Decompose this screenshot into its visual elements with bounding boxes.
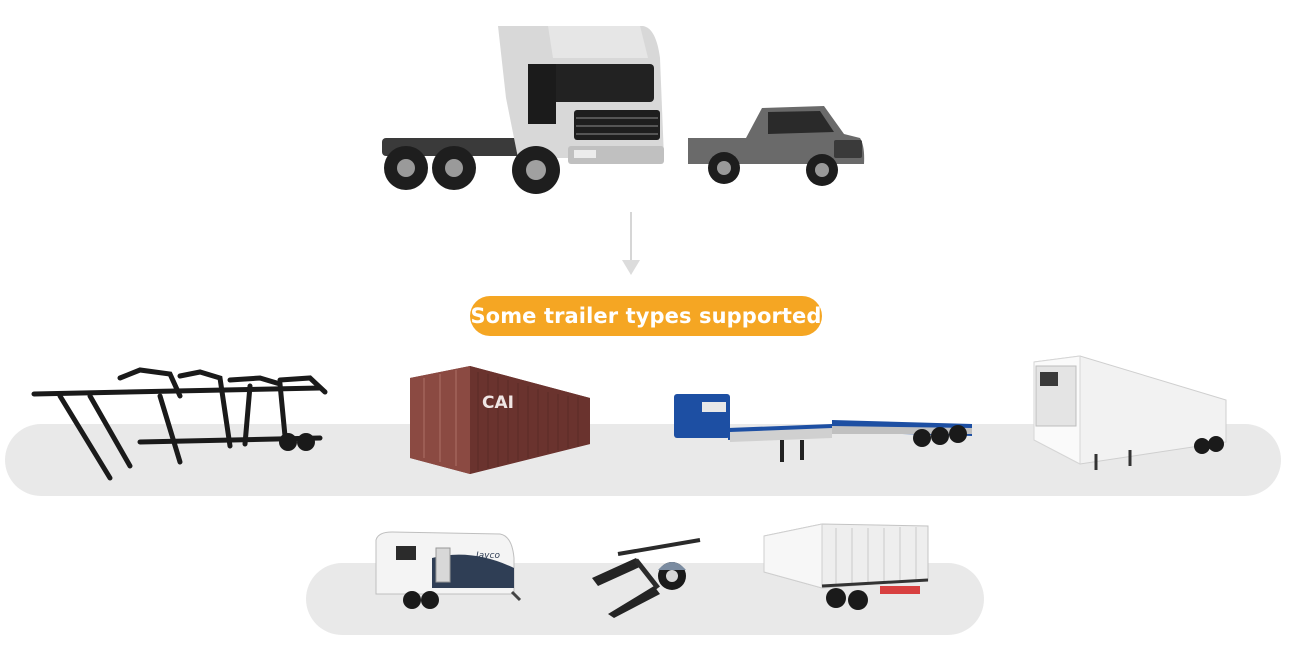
trailer-types-banner: Some trailer types supported: [470, 296, 822, 336]
trailer-brand-text: Jayco: [474, 551, 500, 561]
car-hauler-trailer-icon: [30, 366, 330, 484]
tow-dolly-icon: [588, 536, 704, 618]
refrigerated-trailer-icon: [1030, 355, 1228, 474]
semi-tractor-icon: [378, 18, 668, 198]
pickup-truck-icon: [684, 98, 866, 194]
shipping-container-icon: CAI: [410, 366, 592, 474]
arrow-down-icon: [620, 212, 642, 278]
travel-trailer-icon: Jayco: [372, 528, 522, 612]
lowboy-flatbed-trailer-icon: [672, 392, 982, 468]
container-logo-text: CAI: [482, 393, 514, 413]
dump-trailer-icon: [762, 516, 932, 612]
